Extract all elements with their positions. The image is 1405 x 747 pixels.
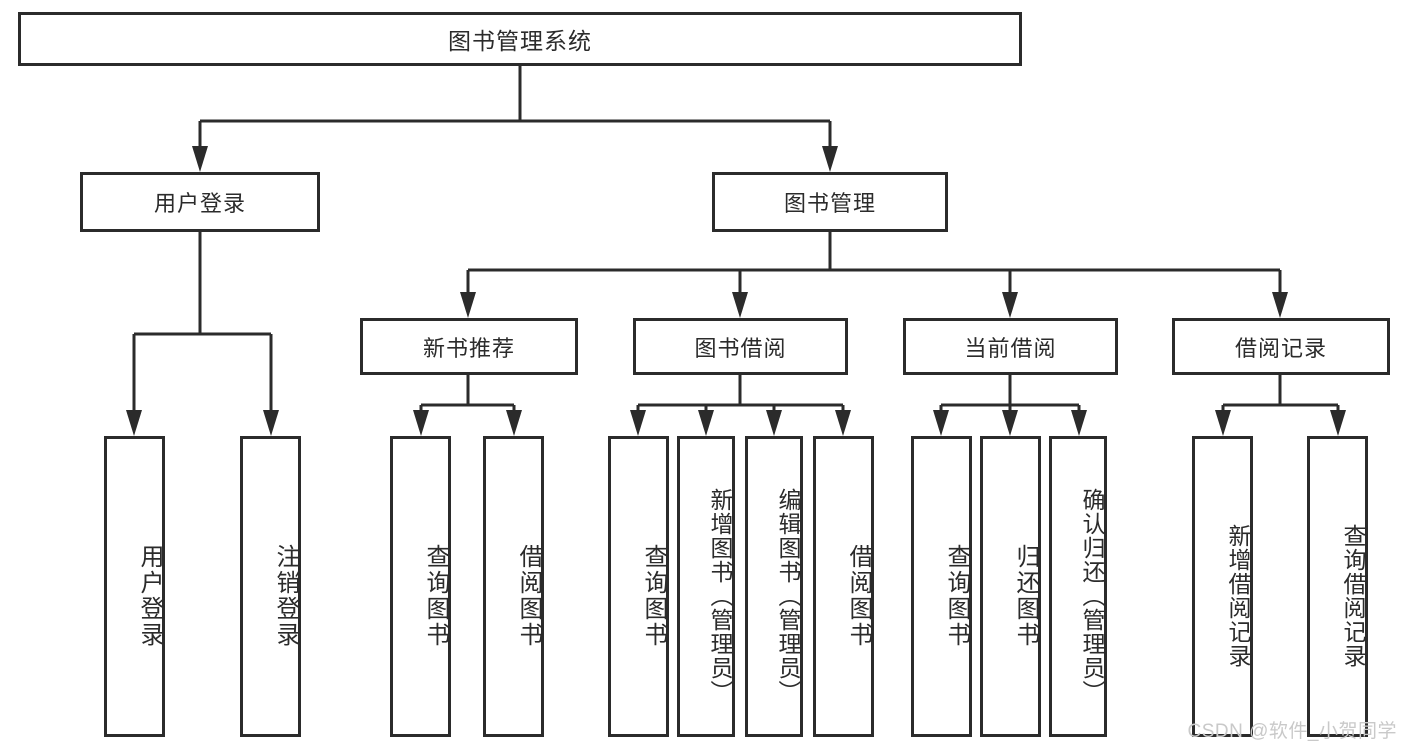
leaf-return-book[interactable]: 归还图书: [980, 436, 1041, 737]
arrow-newbook-leaf-1: [413, 410, 429, 436]
node-book-management[interactable]: 图书管理: [712, 172, 948, 232]
arrow-to-new-book: [460, 292, 476, 318]
leaf-borrow-book-newbook[interactable]: 借阅图书: [483, 436, 544, 737]
arrow-borrowrecord-leaf-2: [1330, 410, 1346, 436]
leaf-query-book-newbook[interactable]: 查询图书: [390, 436, 451, 737]
node-borrow-record[interactable]: 借阅记录: [1172, 318, 1390, 375]
csdn-watermark: CSDN @软件_小贺同学: [1187, 721, 1397, 742]
arrow-to-book-borrow: [732, 292, 748, 318]
leaf-query-book-currentborrow[interactable]: 查询图书: [911, 436, 972, 737]
node-user-login[interactable]: 用户登录: [80, 172, 320, 232]
leaf-logout[interactable]: 注销登录: [240, 436, 301, 737]
arrow-bookborrow-leaf-4: [835, 410, 851, 436]
arrow-currentborrow-leaf-1: [933, 410, 949, 436]
arrow-to-current-borrow: [1002, 292, 1018, 318]
arrow-borrowrecord-leaf-1: [1215, 410, 1231, 436]
leaf-borrow-book-bookborrow[interactable]: 借阅图书: [813, 436, 874, 737]
arrow-bookborrow-leaf-2: [698, 410, 714, 436]
arrow-to-user-login: [192, 146, 208, 172]
leaf-confirm-return-admin[interactable]: 确认归还（管理员）: [1049, 436, 1107, 737]
node-current-borrow[interactable]: 当前借阅: [903, 318, 1118, 375]
arrow-login-leaf-1: [126, 410, 142, 436]
node-book-borrow[interactable]: 图书借阅: [633, 318, 848, 375]
leaf-edit-book-admin[interactable]: 编辑图书（管理员）: [745, 436, 803, 737]
arrow-bookborrow-leaf-3: [766, 410, 782, 436]
node-root-book-management-system[interactable]: 图书管理系统: [18, 12, 1022, 66]
arrow-bookborrow-leaf-1: [630, 410, 646, 436]
leaf-add-borrow-record[interactable]: 新增借阅记录: [1192, 436, 1253, 737]
leaf-user-login[interactable]: 用户登录: [104, 436, 165, 737]
arrow-to-book-management: [822, 146, 838, 172]
node-new-book-recommend[interactable]: 新书推荐: [360, 318, 578, 375]
arrow-currentborrow-leaf-2: [1002, 410, 1018, 436]
leaf-query-book-bookborrow[interactable]: 查询图书: [608, 436, 669, 737]
arrow-to-borrow-record: [1272, 292, 1288, 318]
arrow-currentborrow-leaf-3: [1071, 410, 1087, 436]
arrow-login-leaf-2: [263, 410, 279, 436]
leaf-add-book-admin[interactable]: 新增图书（管理员）: [677, 436, 735, 737]
leaf-query-borrow-record[interactable]: 查询借阅记录: [1307, 436, 1368, 737]
arrow-newbook-leaf-2: [506, 410, 522, 436]
